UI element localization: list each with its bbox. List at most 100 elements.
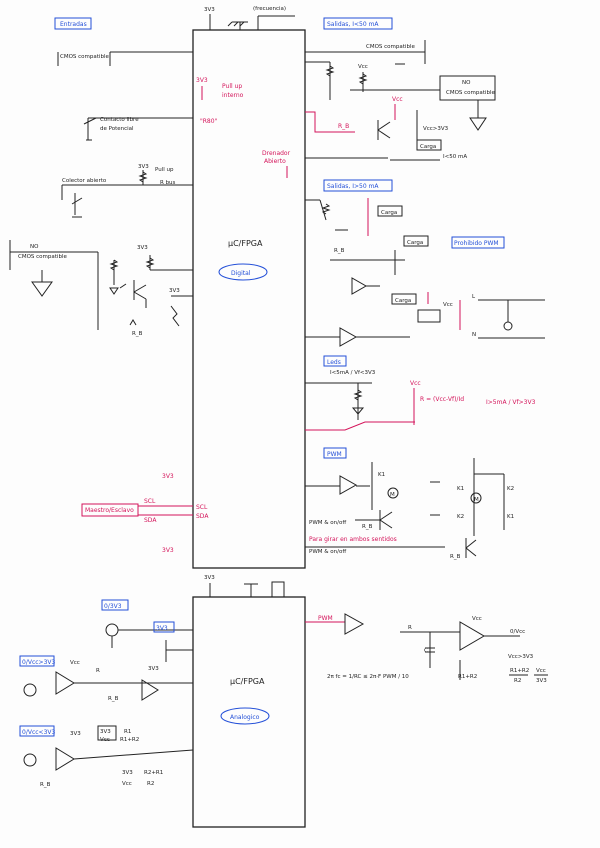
carga3-label: Carga bbox=[407, 240, 423, 246]
no-out2-label: CMOS compatible bbox=[446, 90, 495, 96]
mcu-digital-block bbox=[192, 29, 306, 569]
range1b-box bbox=[153, 621, 175, 633]
range2-label: 0/Vcc>3V3 bbox=[22, 659, 55, 666]
cmos-out-label: CMOS compatible bbox=[366, 44, 415, 50]
r2-filter: R1+R2 bbox=[458, 674, 477, 680]
i50-label: I<50 mA bbox=[443, 154, 467, 160]
relay-coil bbox=[417, 309, 441, 323]
scl2-label: SCL bbox=[196, 504, 208, 511]
contacto2-label: de Potencial bbox=[100, 126, 134, 132]
freq-label: (frecuencia) bbox=[253, 6, 286, 12]
pwm-box bbox=[323, 447, 347, 459]
cmos-compatible-in-label: CMOS compatible bbox=[60, 54, 109, 60]
rb-label: R_B bbox=[132, 331, 143, 337]
crystal bbox=[271, 581, 285, 598]
f2b: Vcc bbox=[122, 781, 132, 787]
source1 bbox=[105, 623, 119, 637]
f1d: R1+R2 bbox=[120, 737, 139, 743]
opto-3v3b: 3V3 bbox=[169, 288, 180, 294]
range1b-label: 3V3 bbox=[156, 625, 168, 632]
k2-label-a: K2 bbox=[507, 486, 514, 492]
r-an-a: R bbox=[96, 668, 100, 674]
carga2-box bbox=[377, 205, 403, 217]
an-3v3-b: 3V3 bbox=[148, 666, 159, 672]
carga2-label: Carga bbox=[381, 210, 397, 216]
rb3-label: R_B bbox=[334, 248, 345, 254]
carga-label: Carga bbox=[420, 144, 436, 150]
f2c: R2+R1 bbox=[144, 770, 163, 776]
mcu-analog-label: μC/FPGA bbox=[230, 677, 265, 686]
vcc-b: Vcc bbox=[392, 96, 403, 103]
r80-label: "R80" bbox=[200, 118, 218, 125]
carga3-box bbox=[403, 235, 429, 247]
maestro-box bbox=[81, 503, 139, 517]
colector-abierto-label: Colector abierto bbox=[62, 178, 107, 184]
prohibido-box bbox=[451, 236, 505, 249]
para-girar-label: Para girar en ambos sentidos bbox=[309, 536, 397, 543]
top-3v3-label: 3V3 bbox=[204, 7, 215, 13]
opto-3v3: 3V3 bbox=[137, 245, 148, 251]
sda-label: SDA bbox=[144, 517, 157, 524]
k1-label-c: K1 bbox=[507, 514, 514, 520]
fc-formula: 2π fc = 1/RC ≤ 2π·F PWM / 10 bbox=[327, 674, 409, 680]
lamp bbox=[503, 321, 513, 331]
pull-up-label: Pull up bbox=[155, 167, 174, 173]
colector-3v3: 3V3 bbox=[138, 164, 149, 170]
salidas1-label: Salidas, I<50 mA bbox=[327, 21, 379, 28]
formula1-box bbox=[97, 725, 117, 741]
vcc-opamp: Vcc bbox=[472, 616, 482, 622]
motor2-label: M bbox=[474, 497, 479, 503]
pwm-onoff-label: PWM & on/off bbox=[309, 520, 346, 526]
vcc-gt-label: Vcc>3V3 bbox=[508, 654, 534, 660]
range3-box bbox=[19, 725, 55, 737]
pwm-label: PWM bbox=[327, 451, 342, 458]
an-3v3-c: 3V3 bbox=[70, 731, 81, 737]
n-label: N bbox=[472, 332, 476, 338]
k1-label-b: K1 bbox=[457, 486, 464, 492]
sda2-label: SDA bbox=[196, 513, 209, 520]
r-filter: R bbox=[408, 625, 412, 631]
leds-box bbox=[323, 355, 347, 367]
range2-box bbox=[19, 655, 55, 667]
l-label: L bbox=[472, 294, 476, 300]
pullup-int-label: Pull up bbox=[222, 83, 242, 90]
no-cmos-label: NO bbox=[30, 244, 39, 250]
range3-label: 0/Vcc<3V3 bbox=[22, 729, 55, 736]
source2 bbox=[23, 683, 37, 697]
i2c-3v3b: 3V3 bbox=[162, 547, 174, 554]
motor-circle bbox=[387, 487, 399, 499]
pullup-int2-label: interno bbox=[222, 92, 244, 99]
f1c: R1 bbox=[124, 729, 131, 735]
fpwm-label: PWM bbox=[318, 615, 333, 622]
mcu-digital-label: μC/FPGA bbox=[228, 239, 263, 248]
r-bus-label: R bus bbox=[160, 180, 176, 186]
prohibido-label: Prohibido PWM bbox=[454, 240, 499, 247]
leds-cond-label: I<5mA / Vf<3V3 bbox=[330, 370, 376, 376]
rb4-label: R_B bbox=[362, 524, 373, 530]
outvcc-label: 0/Vcc bbox=[510, 629, 525, 635]
rb5-label: R_B bbox=[450, 554, 461, 560]
i2c-3v3a: 3V3 bbox=[162, 473, 174, 480]
entradas-box bbox=[54, 17, 92, 30]
rb-an: R_B bbox=[108, 696, 119, 702]
vcc-relay: Vcc bbox=[443, 302, 453, 308]
gain-d: 3V3 bbox=[536, 678, 547, 684]
contacto-label: Contacto libre bbox=[100, 117, 139, 123]
no-out-label: NO bbox=[462, 80, 471, 86]
c-filter: C bbox=[424, 648, 428, 654]
entradas-label: Entradas bbox=[60, 21, 87, 28]
pullup-3v3: 3V3 bbox=[196, 77, 208, 84]
scl-label: SCL bbox=[144, 498, 156, 505]
vcc-led: Vcc bbox=[410, 380, 421, 387]
gain-c: Vcc bbox=[536, 668, 546, 674]
range1-label: 0/3V3 bbox=[104, 603, 122, 610]
leds-cond2-label: I>5mA / Vf>3V3 bbox=[486, 399, 536, 406]
f1a: 3V3 bbox=[100, 729, 111, 735]
maestro-label: Maestro/Esclavo bbox=[85, 507, 134, 514]
motor2-circle bbox=[470, 492, 482, 504]
no-out-box bbox=[439, 75, 496, 101]
range1-box bbox=[101, 599, 129, 611]
analog-oval bbox=[220, 707, 270, 725]
leds-formula: R = (Vcc-Vf)/Id bbox=[420, 396, 464, 403]
analog-label: Analogico bbox=[230, 714, 260, 721]
